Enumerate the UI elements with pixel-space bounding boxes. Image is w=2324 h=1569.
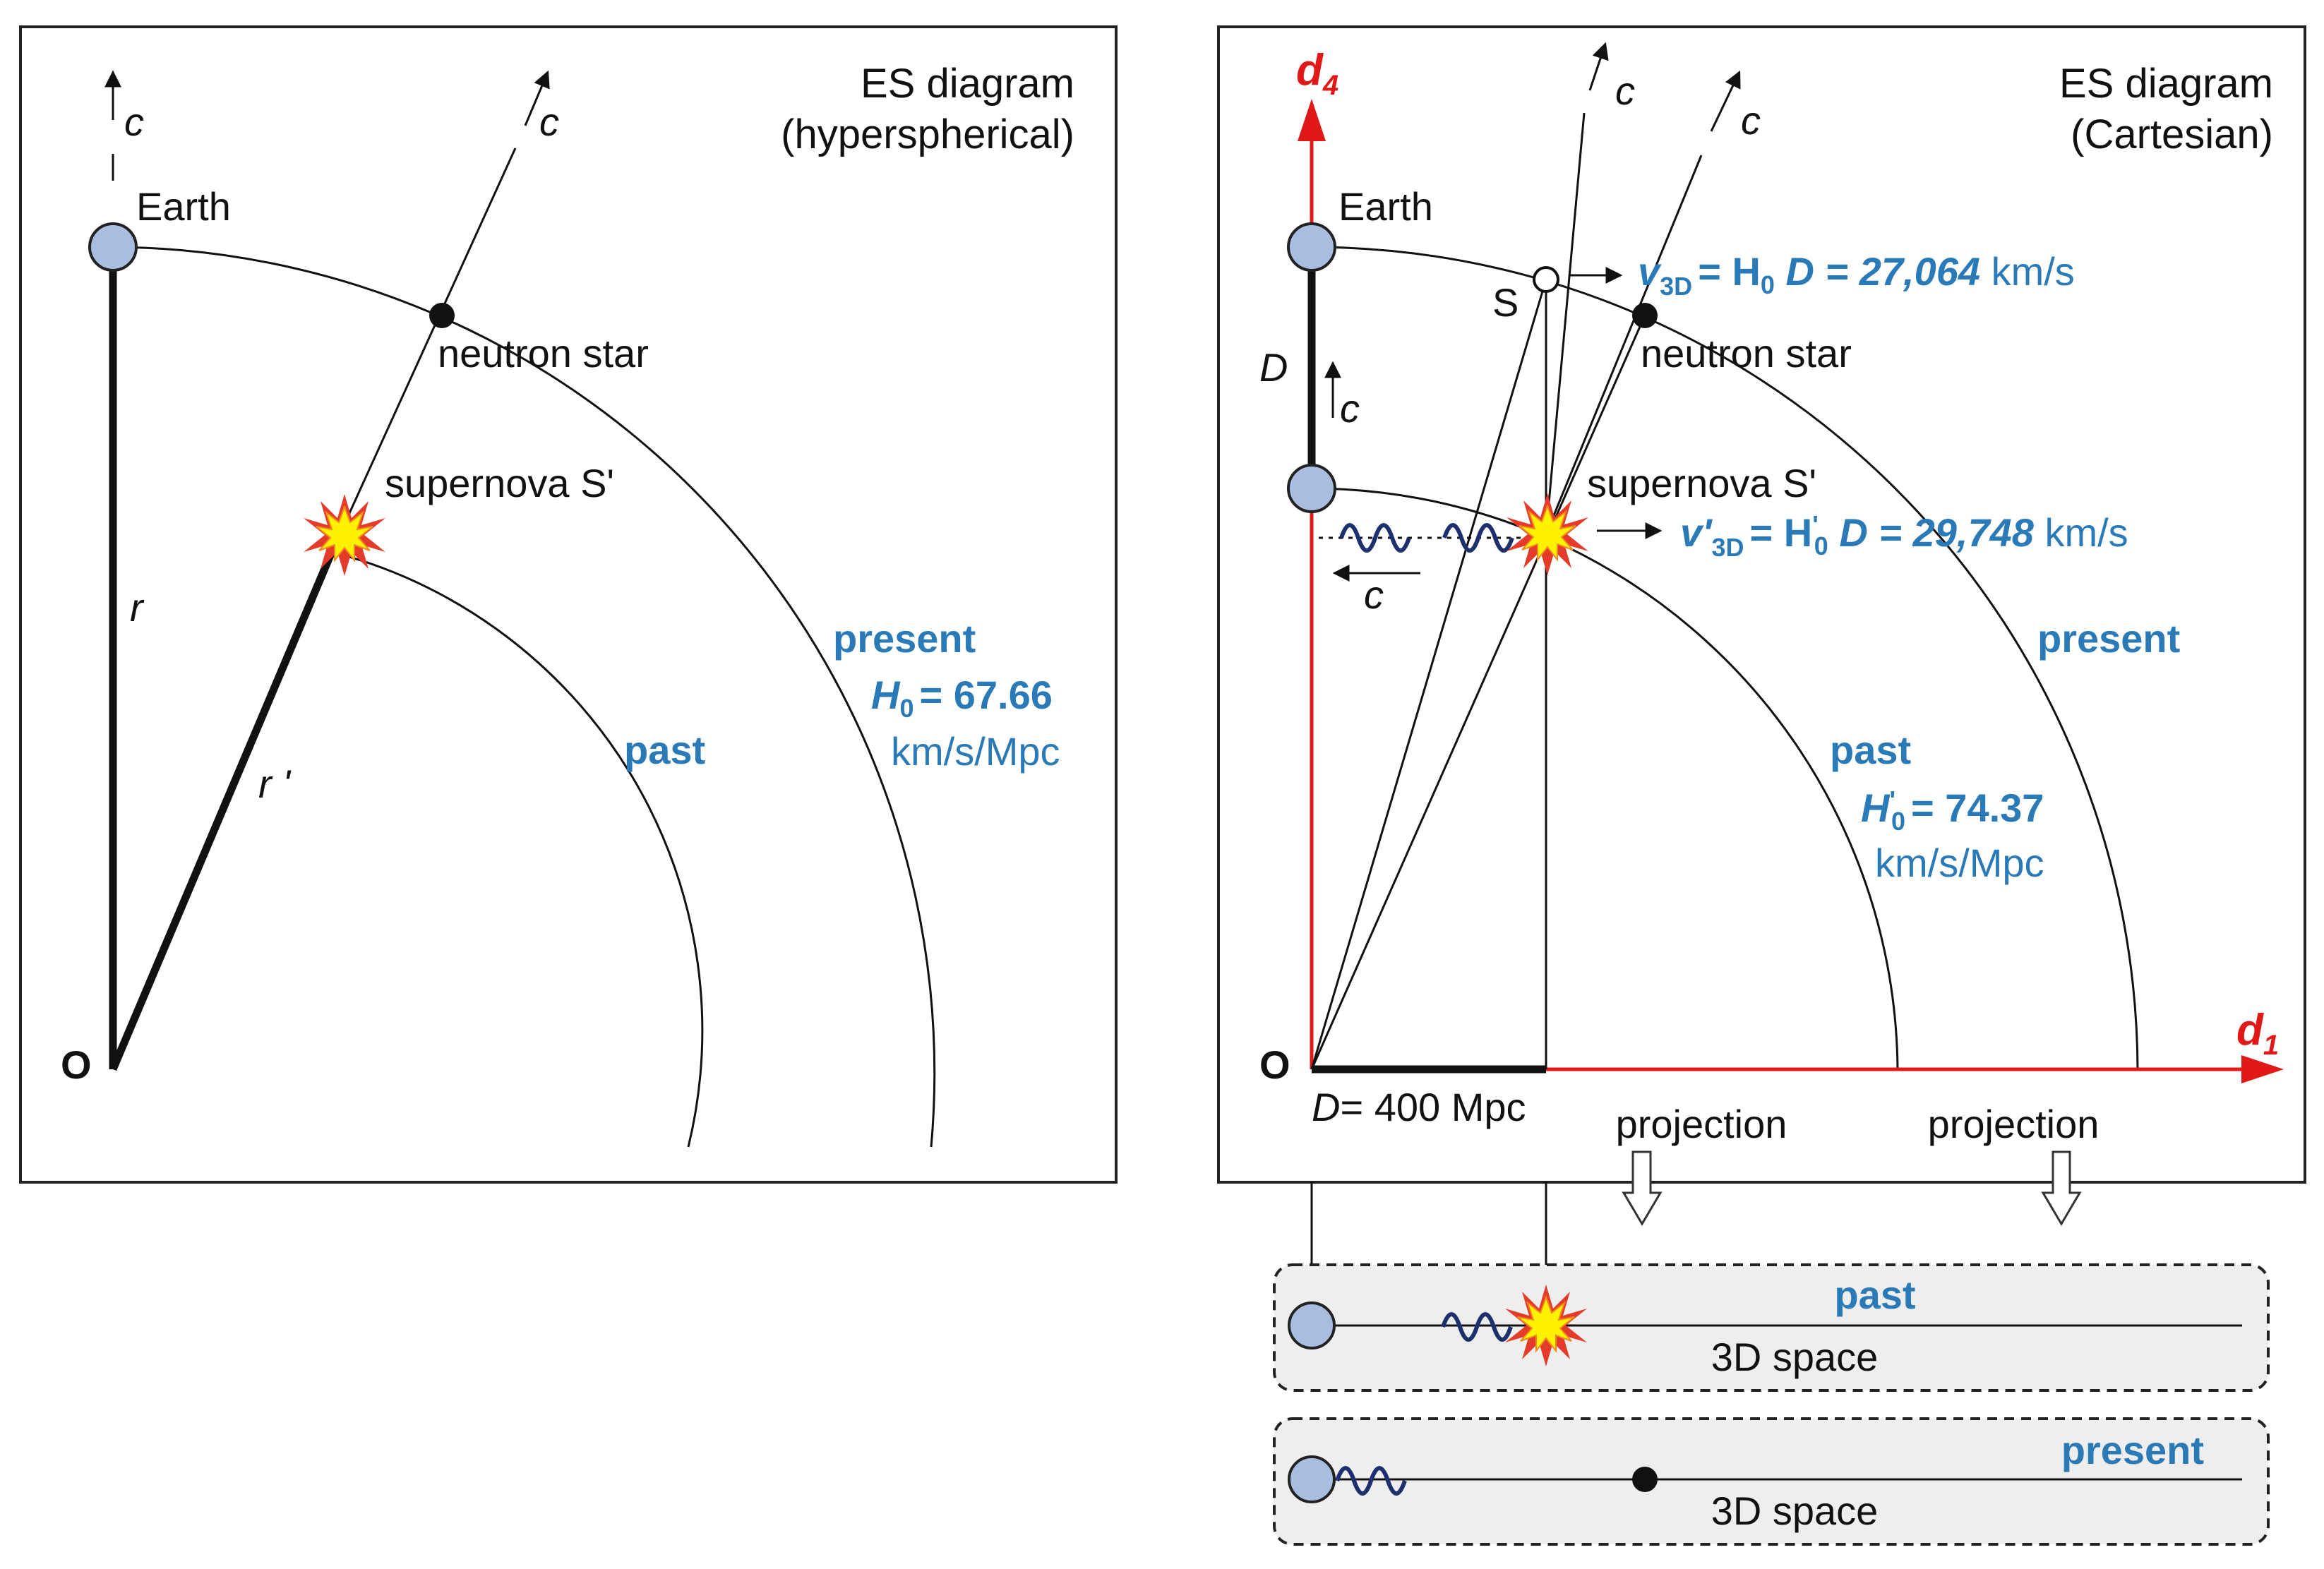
left-h0-value: H0= 67.66: [871, 673, 1053, 723]
left-supernova-label: supernova S': [385, 461, 614, 505]
right-light-ray2: [1545, 155, 1703, 535]
right-past-earth-circle: [1287, 464, 1336, 513]
right-origin-label: O: [1259, 1042, 1290, 1087]
right-light-ray1-arrow: [1588, 42, 1609, 91]
right-c-label-ray2: c: [1741, 98, 1761, 143]
right-d1-label: d1: [2236, 1006, 2279, 1061]
right-d-label: D: [1259, 345, 1288, 390]
past-strip-wave-icon: [1441, 1312, 1513, 1342]
right-c-label-left: c: [1364, 572, 1384, 617]
right-wave-left-icon: [1339, 523, 1411, 553]
right-past-arc: [1311, 487, 1899, 1070]
right-light-ray2-arrow: [1710, 70, 1741, 132]
projection-label-past: projection: [1616, 1102, 1787, 1146]
right-c-label-up: c: [1340, 386, 1360, 431]
right-panel: ES diagram (Cartesian): [1217, 25, 2306, 1184]
left-neutron-star-dot: [429, 303, 455, 328]
left-past-label: past: [624, 728, 705, 772]
right-wave-right-icon: [1442, 523, 1514, 553]
right-s-label: S: [1492, 280, 1519, 325]
left-neutron-star-label: neutron star: [438, 331, 649, 375]
present-strip-caption: 3D space: [1711, 1489, 1879, 1533]
right-d1-arrowhead: [2241, 1055, 2284, 1083]
present-3d-strip: present 3D space: [1273, 1417, 2270, 1546]
present-strip-earth-circle: [1288, 1455, 1336, 1503]
right-present-label: present: [2037, 616, 2180, 661]
left-h0-units: km/s/Mpc: [891, 729, 1060, 774]
present-strip-wave-icon: [1335, 1466, 1407, 1496]
left-panel: ES diagram (hyperspherical) Earth neutro…: [19, 25, 1118, 1184]
left-sn-ray-arrow: [524, 70, 550, 126]
right-past-label: past: [1830, 728, 1911, 772]
right-earth-circle: [1287, 222, 1336, 272]
left-present-label: present: [833, 616, 976, 661]
right-present-arc: [1311, 246, 2139, 1070]
right-v3d-formula: v3D= H0 D = 27,064 km/s: [1638, 249, 2075, 301]
past-strip-title: past: [1834, 1273, 1915, 1317]
past-strip-caption: 3D space: [1711, 1335, 1879, 1379]
left-c-label-earth: c: [124, 100, 144, 144]
right-d4-arrowhead: [1298, 99, 1326, 141]
present-strip-neutron-star-dot: [1632, 1467, 1658, 1492]
right-h0-prime-value: H'0= 74.37: [1861, 786, 2044, 836]
present-strip-frame: [1273, 1417, 2270, 1546]
left-earth-circle: [88, 222, 138, 272]
past-strip-frame: [1273, 1263, 2270, 1392]
right-light-ray1: [1545, 112, 1586, 535]
right-supernova-label: supernova S': [1587, 461, 1816, 505]
right-c-label-ray1: c: [1615, 68, 1635, 113]
projection-arrow-past-icon: [1622, 1150, 1663, 1226]
left-title-line1: ES diagram: [861, 61, 1074, 107]
right-title-line2: (Cartesian): [2071, 112, 2273, 157]
left-present-arc: [112, 246, 936, 1148]
left-past-arc: [331, 551, 704, 1148]
right-panel-frame: [1217, 25, 2306, 1184]
right-v3d-prime-formula: v'3D= H'0 D = 29,748 km/s: [1680, 510, 2128, 562]
present-strip-title: present: [2061, 1428, 2204, 1472]
left-earth-label: Earth: [136, 184, 231, 229]
left-origin-label: O: [61, 1042, 92, 1087]
right-neutron-star-dot: [1632, 303, 1658, 328]
left-c-label-sn: c: [539, 100, 559, 144]
right-ray-origin-to-s: [1310, 279, 1547, 1070]
past-3d-strip: past 3D space: [1273, 1263, 2270, 1392]
right-d-axis-label: D= 400 Mpc: [1312, 1085, 1526, 1129]
right-s-point: [1533, 266, 1559, 293]
projection-arrow-present-icon: [2041, 1150, 2082, 1226]
left-title-line2: (hyperspherical): [781, 112, 1074, 157]
projection-label-present: projection: [1928, 1102, 2100, 1146]
left-sn-ray: [330, 148, 517, 553]
left-r-prime-label: r ': [258, 762, 292, 806]
right-d4-label: d4: [1296, 46, 1338, 101]
left-radius-r-prime: [109, 550, 336, 1071]
right-neutron-star-label: neutron star: [1641, 331, 1852, 375]
right-earth-label: Earth: [1338, 184, 1433, 229]
past-strip-earth-circle: [1288, 1302, 1336, 1349]
right-h0-prime-units: km/s/Mpc: [1875, 841, 2044, 885]
right-ray-origin-to-neutron-star: [1310, 315, 1646, 1070]
left-r-label: r: [130, 585, 145, 630]
left-panel-frame: [19, 25, 1118, 1184]
right-title-line1: ES diagram: [2059, 61, 2273, 107]
